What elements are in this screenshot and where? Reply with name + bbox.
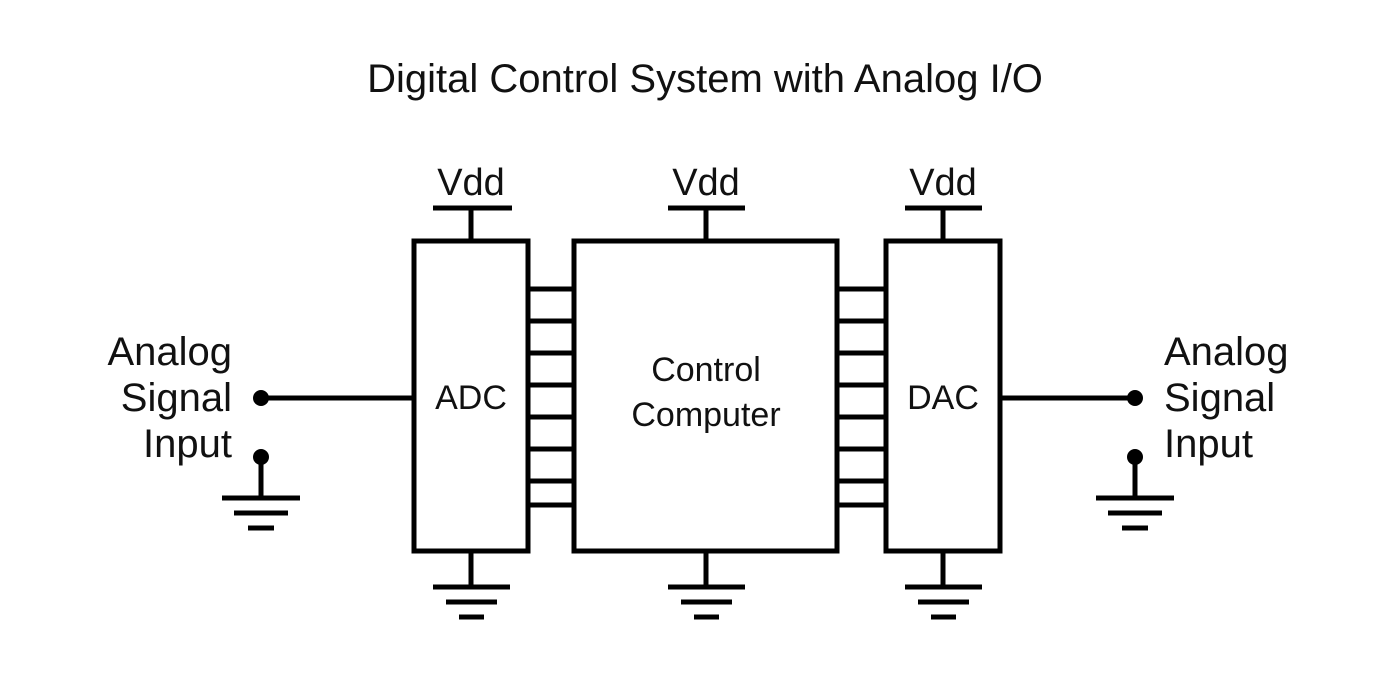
left-analog-terminal: Analog Signal Input [107,330,414,531]
right-analog-terminal: Analog Signal Input [1000,330,1289,531]
dac-label: DAC [907,379,979,417]
right-terminal-label-line3: Input [1164,422,1253,466]
computer-to-dac-bus [837,286,886,508]
right-terminal-label-line1: Analog [1164,330,1289,374]
ground-icon [433,551,510,620]
left-terminal-label-line1: Analog [107,330,232,374]
dac-vdd-supply: Vdd [905,162,982,241]
computer-vdd-supply: Vdd [668,162,745,241]
control-computer-label-line1: Control [651,351,761,389]
adc-label: ADC [435,379,507,417]
dac-block: DAC [883,238,1003,554]
left-terminal-label-line3: Input [143,422,232,466]
diagram-title: Digital Control System with Analog I/O [367,57,1043,101]
terminal-dot-icon [1127,390,1143,406]
ground-icon [668,551,745,620]
ground-icon [1096,457,1174,531]
ground-icon [222,457,300,531]
adc-vdd-label: Vdd [437,162,505,204]
adc-block: ADC [411,238,531,554]
control-computer-block: Control Computer [571,238,840,554]
right-terminal-label-line2: Signal [1164,376,1275,420]
control-computer-label-line2: Computer [631,396,780,434]
dac-vdd-label: Vdd [909,162,977,204]
ground-icon [905,551,982,620]
computer-vdd-label: Vdd [672,162,740,204]
adc-vdd-supply: Vdd [433,162,512,241]
adc-to-computer-bus [528,286,574,508]
left-terminal-label-line2: Signal [121,376,232,420]
